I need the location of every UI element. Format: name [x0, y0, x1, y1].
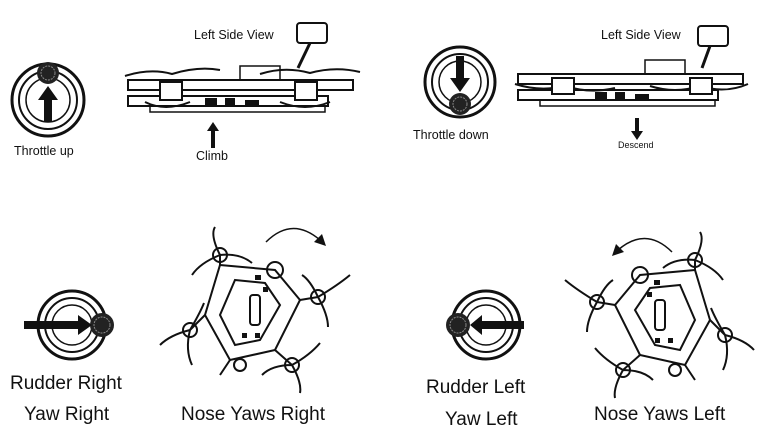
gimbal-stick-icon	[446, 289, 524, 361]
yaw-right-label: Yaw Right	[24, 404, 110, 425]
drone-top-view-icon	[159, 226, 351, 394]
gimbal-stick-icon	[10, 62, 86, 138]
rudder-left-label: Rudder Left	[426, 377, 526, 398]
gimbal-stick-icon	[24, 289, 114, 361]
throttle-up-label: Throttle up	[14, 144, 74, 158]
gimbal-stick-icon	[423, 45, 497, 119]
direction-arrow-icon	[207, 122, 219, 148]
drone-side-view-icon	[514, 25, 749, 107]
nose-yaws-right-label: Nose Yaws Right	[181, 404, 325, 425]
rudder-right-label: Rudder Right	[10, 373, 122, 394]
left-side-view-label: Left Side View	[601, 28, 681, 42]
direction-arrow-icon	[631, 118, 643, 140]
yaw-left-label: Yaw Left	[445, 409, 518, 430]
rotation-arrow-icon	[265, 227, 326, 246]
left-side-view-label: Left Side View	[194, 28, 274, 42]
climb-label: Climb	[196, 149, 228, 163]
descend-label: Descend	[618, 140, 654, 150]
throttle-down-label: Throttle down	[413, 128, 489, 142]
rotation-arrow-icon	[612, 237, 673, 256]
drone-top-view-icon	[564, 231, 755, 399]
drone-side-view-icon	[124, 22, 361, 113]
nose-yaws-left-label: Nose Yaws Left	[594, 404, 726, 425]
